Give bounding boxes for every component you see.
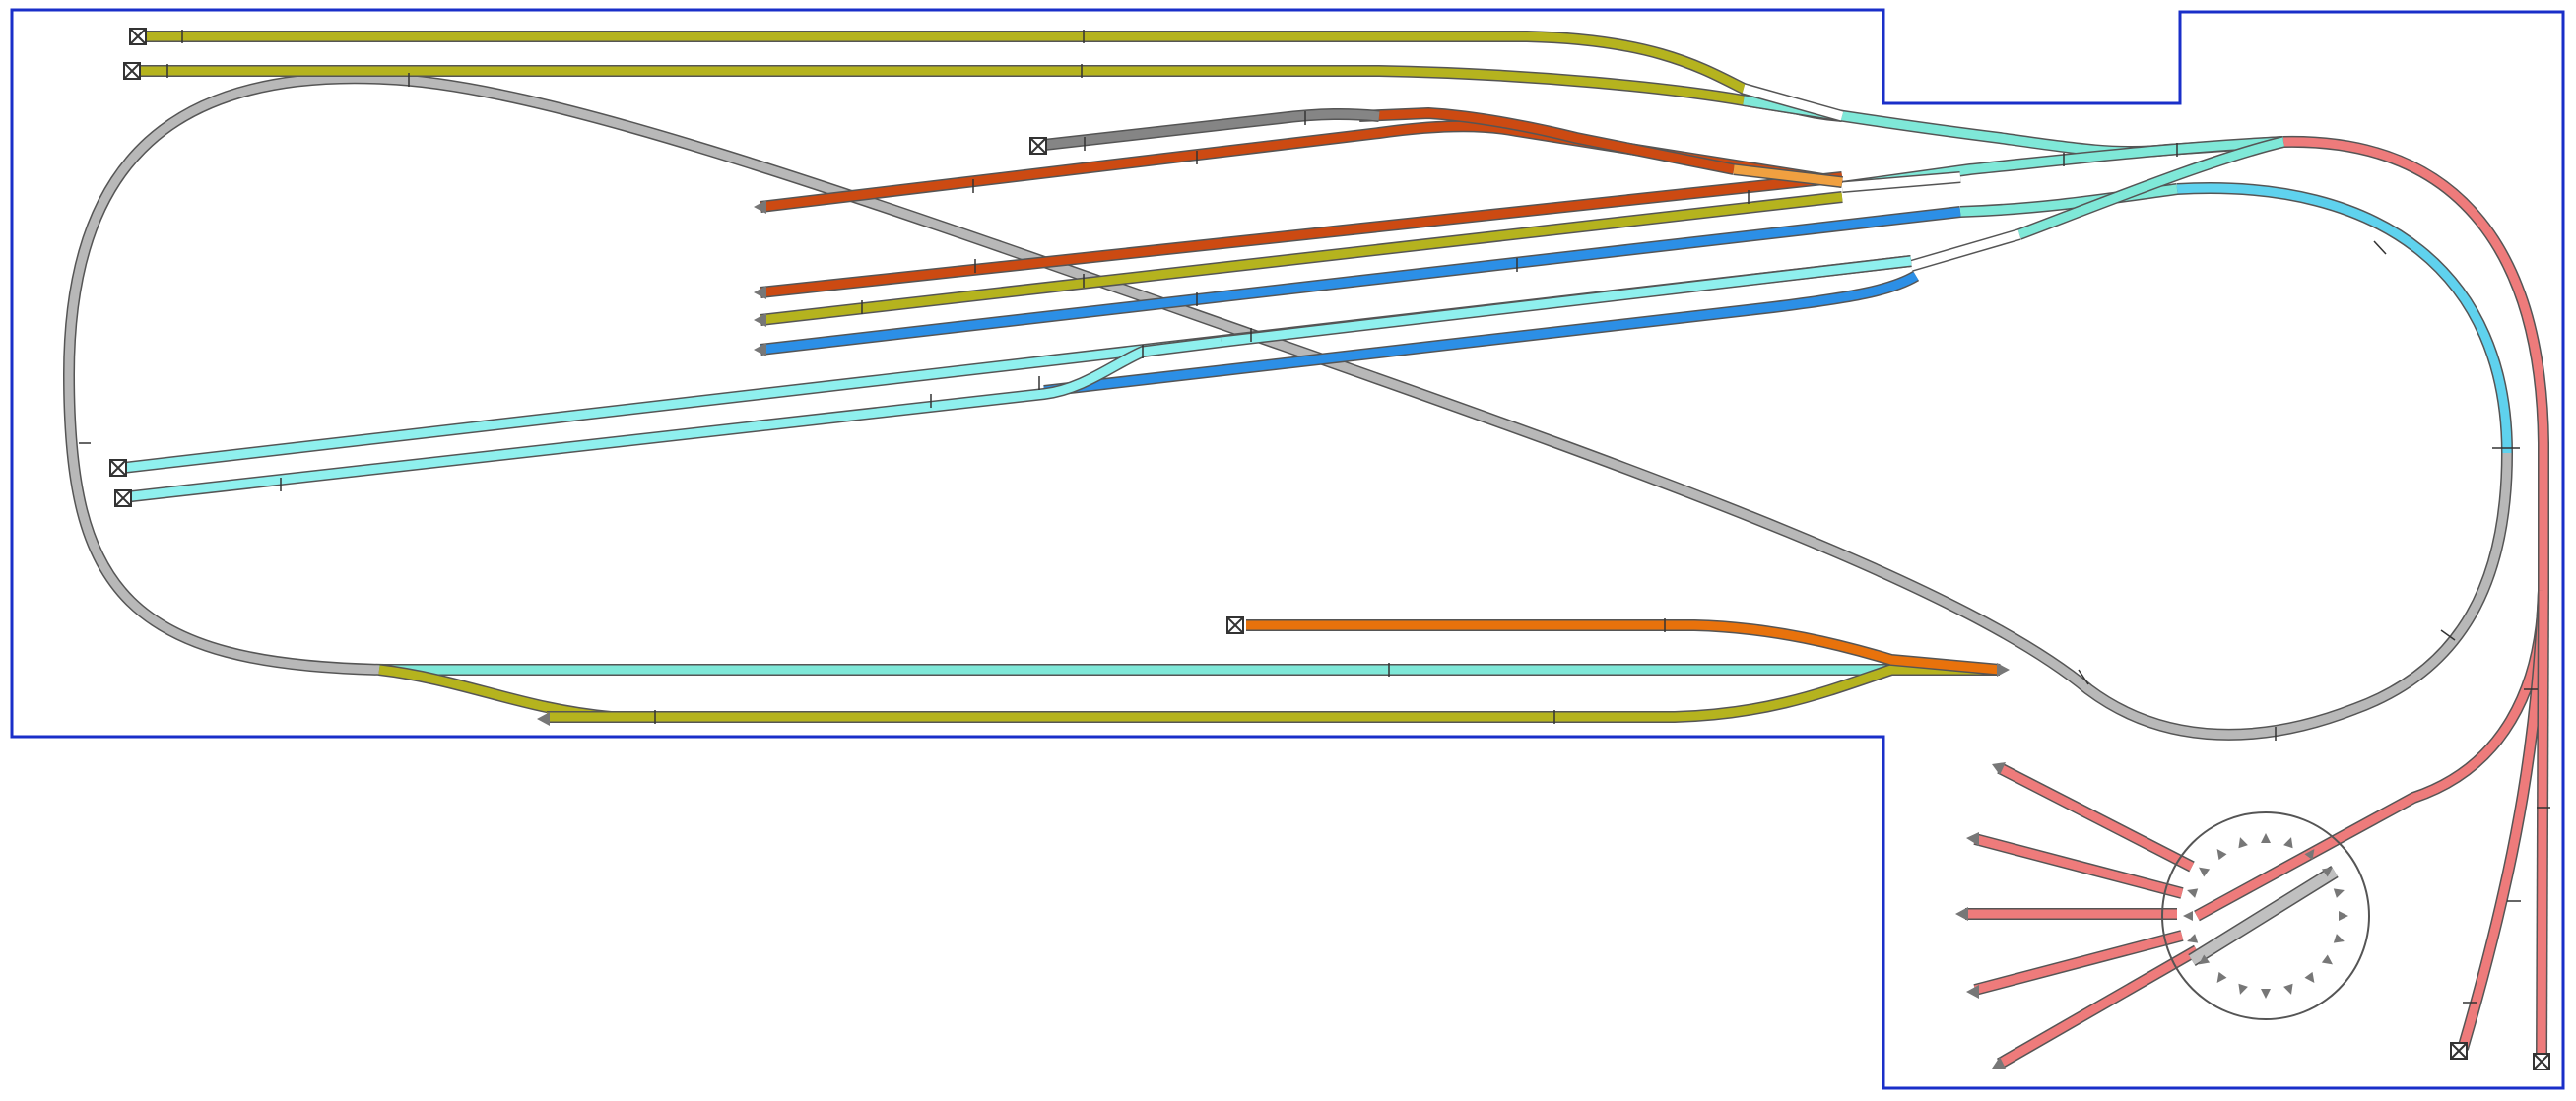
buffer-stop-icon	[2533, 1053, 2550, 1070]
open-end-arrow-icon	[754, 343, 766, 356]
buffer-stop-icon	[2450, 1042, 2468, 1060]
buffer-stop-icon	[109, 459, 127, 477]
open-end-arrow-icon	[1955, 907, 1968, 921]
buffer-stop-icon	[1029, 137, 1047, 155]
track-joint-marks	[79, 30, 2550, 1004]
open-end-arrow-icon	[1997, 663, 2010, 677]
turntable-index-mark	[2333, 934, 2345, 943]
turntable-index-mark	[2199, 954, 2211, 965]
buffer-stop-icon	[129, 28, 147, 45]
sky-blue-return-curve[interactable]	[2176, 182, 2513, 454]
turntable-index-mark	[2216, 849, 2227, 861]
open-end-arrow-icon	[754, 200, 766, 214]
dark-gray-stub-track[interactable]	[1043, 107, 1380, 151]
turntable-index-mark	[2283, 983, 2293, 995]
turntable-stall-tracks[interactable]	[1965, 762, 2200, 1069]
open-end-arrow-icon	[1966, 832, 1979, 846]
turntable-index-mark	[2187, 888, 2199, 898]
open-end-arrow-icon	[537, 712, 550, 726]
turntable-index-mark	[2183, 911, 2193, 921]
open-end-arrow-icon	[1966, 985, 1979, 999]
turntable-index-mark	[2199, 867, 2211, 877]
turntable[interactable]	[2161, 811, 2370, 1020]
salmon-engine-service-tracks[interactable]	[1965, 135, 2549, 1069]
turntable-index-mark	[2216, 971, 2227, 983]
aqua-main-track[interactable]	[379, 95, 2285, 676]
blue-yard-track[interactable]	[760, 206, 1961, 397]
turntable-index-mark	[2238, 837, 2248, 849]
turntable-index-mark	[2187, 934, 2199, 943]
open-end-arrow-icon	[1992, 1057, 2006, 1069]
turntable-index-mark	[2321, 954, 2333, 965]
turntable-index-mark	[2304, 849, 2315, 861]
rust-yard-tracks[interactable]	[760, 106, 1843, 298]
buffer-stop-icon	[123, 62, 141, 80]
turntable-index-mark	[2261, 989, 2271, 999]
turntable-index-mark	[2333, 888, 2345, 898]
turntable-index-marks	[2183, 833, 2348, 999]
open-end-arrow-icon	[754, 313, 766, 327]
turntable-index-mark	[2339, 911, 2348, 921]
buffer-stop-icon	[114, 489, 132, 507]
open-end-arrow-icon	[1992, 762, 2006, 775]
turntable-index-mark	[2321, 867, 2333, 877]
open-end-arrow-icon	[754, 286, 766, 299]
lower-passing-siding[interactable]	[378, 664, 2000, 723]
turntable-index-mark	[2283, 837, 2293, 849]
buffer-stop-icon	[1226, 616, 1244, 634]
turntable-index-mark	[2238, 983, 2248, 995]
gray-loop-track[interactable]	[62, 72, 2513, 741]
light-cyan-sidings[interactable]	[122, 255, 1912, 503]
open-end-arrows	[537, 200, 2010, 1069]
room-outline	[10, 8, 2565, 1090]
orange-spur-track[interactable]	[1246, 619, 2001, 676]
turnout-switch-points[interactable]	[1742, 83, 2021, 272]
turntable-index-mark	[2304, 971, 2315, 983]
turntable-index-mark	[2261, 833, 2271, 843]
buffer-stops	[109, 28, 2550, 1070]
